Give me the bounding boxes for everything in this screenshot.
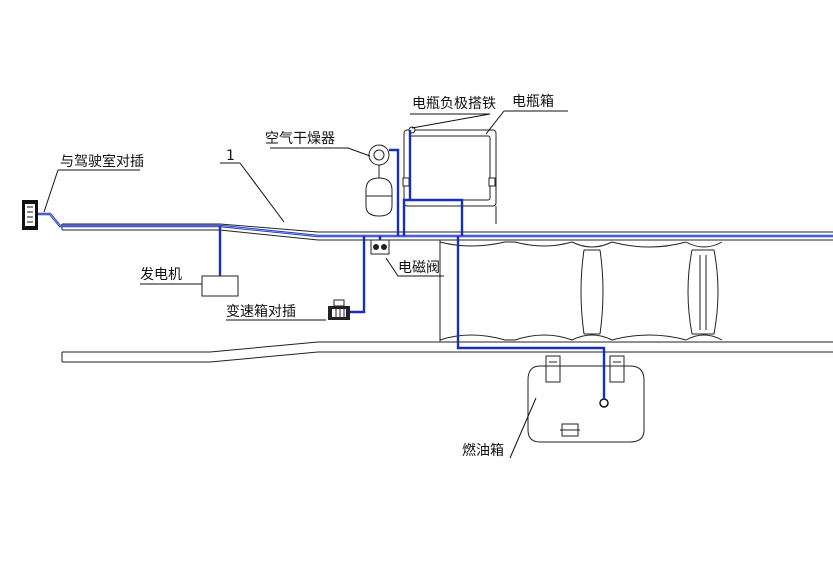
crossmember-3 bbox=[611, 241, 723, 341]
air-dryer-label: 空气干燥器 bbox=[265, 131, 335, 147]
solenoid-valve-icon bbox=[370, 239, 390, 255]
leader-lines bbox=[43, 110, 568, 459]
air-dryer-icon bbox=[365, 144, 393, 217]
harness-number-label: 1 bbox=[226, 148, 235, 164]
solenoid-valve-label: 电磁阀 bbox=[398, 260, 440, 276]
cab-connector-label: 与驾驶室对插 bbox=[60, 153, 144, 170]
crossmember-1 bbox=[439, 241, 573, 341]
battery-box-icon bbox=[402, 126, 497, 224]
chassis-frame bbox=[61, 223, 833, 363]
wire-harness bbox=[38, 130, 833, 399]
battery-box-label: 电瓶箱 bbox=[512, 94, 554, 110]
transmission-connector-label: 变速箱对插 bbox=[226, 304, 296, 320]
fuel-tank-icon bbox=[527, 355, 645, 443]
crossmember-2 bbox=[571, 241, 613, 341]
cab-connector-icon bbox=[22, 200, 38, 230]
generator-icon bbox=[201, 275, 239, 297]
battery-negative-ground-label: 电瓶负极搭铁 bbox=[412, 96, 496, 112]
fuel-tank-label: 燃油箱 bbox=[462, 442, 504, 459]
transmission-connector-icon bbox=[328, 299, 350, 320]
generator-label: 发电机 bbox=[140, 267, 182, 283]
